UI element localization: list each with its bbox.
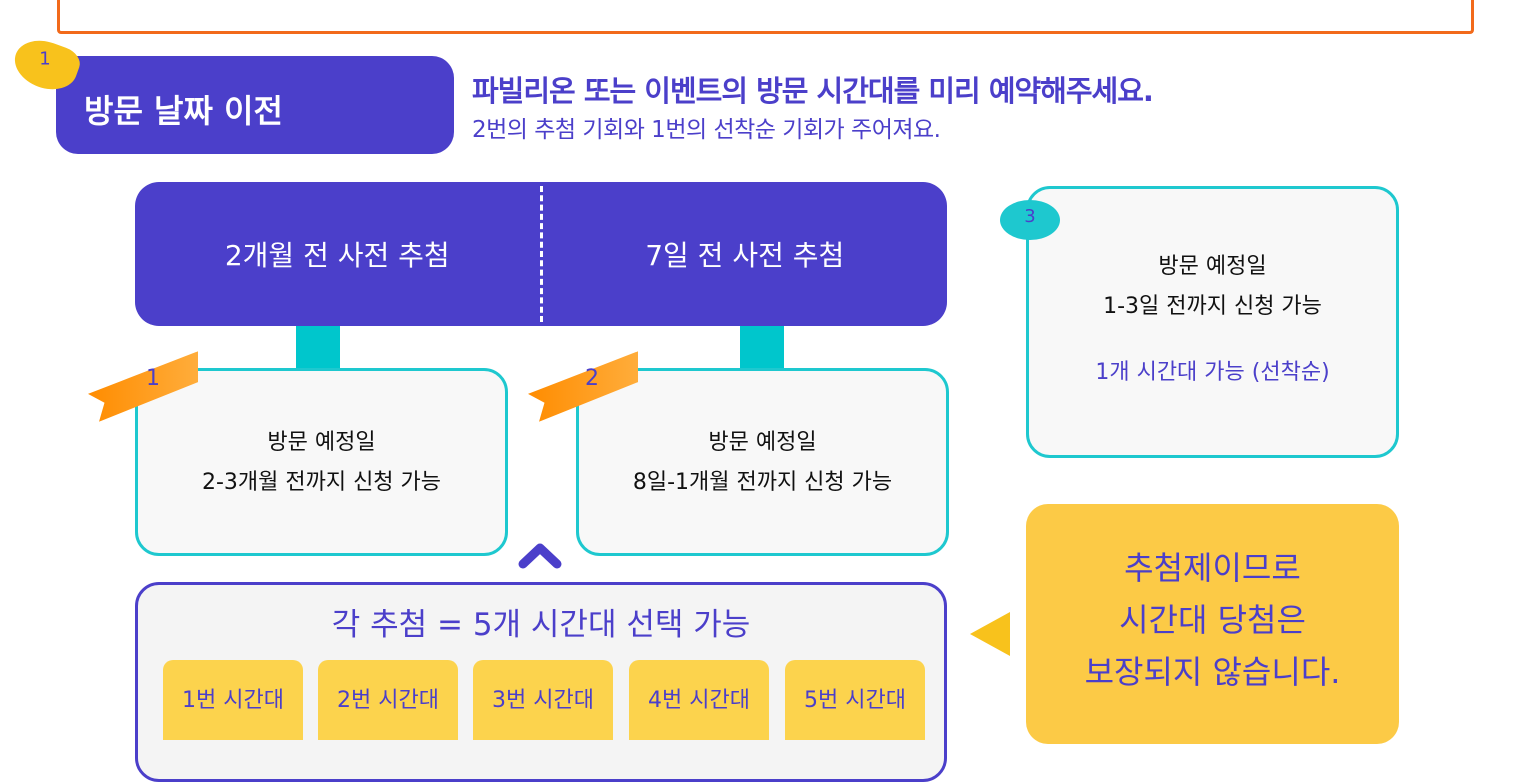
card-line: 방문 예정일 bbox=[708, 430, 817, 455]
chevron-up-icon bbox=[518, 543, 562, 569]
connector bbox=[740, 326, 784, 370]
card-number: 2 bbox=[585, 366, 599, 391]
card-line: 1-3일 전까지 신청 가능 bbox=[1103, 294, 1322, 319]
section-heading: 파빌리온 또는 이벤트의 방문 시간대를 미리 예약해주세요. bbox=[472, 74, 1154, 108]
time-slot: 2번 시간대 bbox=[318, 660, 458, 740]
card-line: 방문 예정일 bbox=[267, 430, 376, 455]
lottery-card-1: 방문 예정일 2-3개월 전까지 신청 가능 bbox=[135, 368, 508, 556]
first-come-number: 3 bbox=[1000, 200, 1060, 240]
selection-title: 각 추첨 = 5개 시간대 선택 가능 bbox=[331, 607, 751, 643]
time-slot: 4번 시간대 bbox=[629, 660, 769, 740]
lottery-7-days: 7일 전 사전 추첨 bbox=[645, 239, 845, 272]
previous-section-box bbox=[57, 0, 1474, 34]
card-line: 2-3개월 전까지 신청 가능 bbox=[201, 470, 442, 495]
first-come-card: 방문 예정일 1-3일 전까지 신청 가능 1개 시간대 가능 (선착순) bbox=[1026, 186, 1399, 458]
card-line: 방문 예정일 bbox=[1158, 254, 1267, 279]
time-slot: 3번 시간대 bbox=[473, 660, 613, 740]
warning-line: 시간대 당첨은 bbox=[1119, 601, 1306, 639]
pointer-triangle-icon bbox=[970, 612, 1010, 656]
dashed-divider bbox=[539, 186, 543, 322]
step-title-text: 방문 날짜 이전 bbox=[84, 92, 283, 130]
time-slot: 5번 시간대 bbox=[785, 660, 925, 740]
lottery-card-2: 방문 예정일 8일-1개월 전까지 신청 가능 bbox=[576, 368, 949, 556]
lottery-header: 2개월 전 사전 추첨 7일 전 사전 추첨 bbox=[135, 182, 947, 326]
step-number: 1 bbox=[39, 48, 51, 70]
connector bbox=[296, 326, 340, 370]
card-number: 1 bbox=[146, 366, 160, 391]
section-subheading: 2번의 추첨 기회와 1번의 선착순 기회가 주어져요. bbox=[472, 117, 941, 143]
first-come-note: 1개 시간대 가능 (선착순) bbox=[1095, 360, 1330, 385]
time-slot: 1번 시간대 bbox=[163, 660, 303, 740]
time-slot-selection: 각 추첨 = 5개 시간대 선택 가능 1번 시간대 2번 시간대 3번 시간대… bbox=[135, 582, 947, 782]
warning-line: 추첨제이므로 bbox=[1124, 549, 1301, 587]
warning-box: 추첨제이므로 시간대 당첨은 보장되지 않습니다. bbox=[1026, 504, 1399, 744]
lottery-2-months: 2개월 전 사전 추첨 bbox=[224, 239, 450, 272]
step-title: 방문 날짜 이전 bbox=[56, 56, 454, 154]
card-line: 8일-1개월 전까지 신청 가능 bbox=[632, 470, 893, 495]
warning-line: 보장되지 않습니다. bbox=[1084, 653, 1341, 691]
